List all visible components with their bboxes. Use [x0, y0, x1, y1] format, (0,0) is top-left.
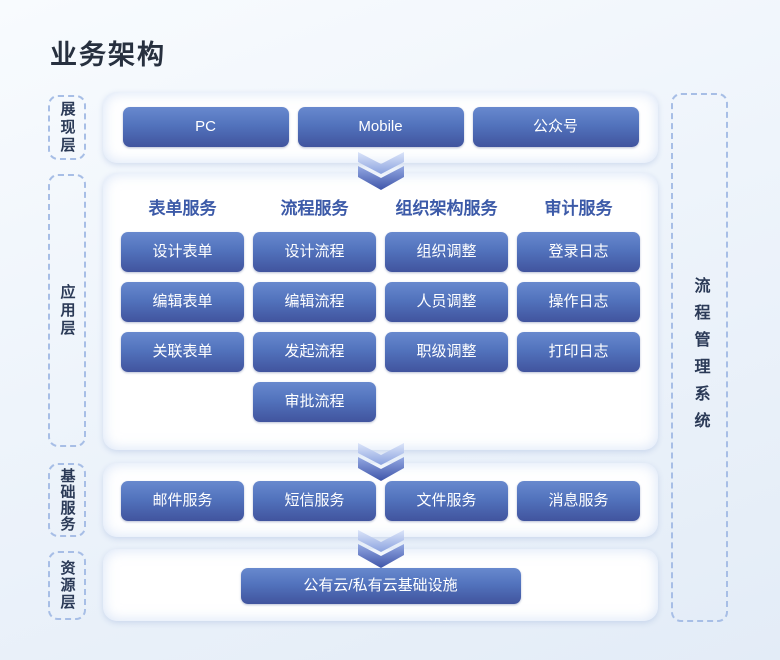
node-pc: PC — [122, 107, 289, 147]
node-mobile: Mobile — [297, 107, 464, 147]
column-title: 流程服务 — [280, 199, 349, 218]
application-columns: 表单服务 设计表单 编辑表单 关联表单 流程服务 设计流程 编辑流程 发起流程 … — [103, 173, 658, 422]
node-personnel-adjust: 人员调整 — [385, 282, 508, 322]
down-arrow-icon — [358, 530, 404, 568]
resource-node-row: 公有云/私有云基础设施 — [103, 549, 658, 604]
node-official-account: 公众号 — [472, 107, 639, 147]
column-title: 组织架构服务 — [395, 199, 498, 218]
process-management-system-label: 流程管理系统 — [671, 93, 728, 622]
column-title: 表单服务 — [148, 199, 217, 218]
column-org-structure-service: 组织架构服务 组织调整 人员调整 职级调整 — [385, 198, 508, 422]
foundation-node-row: 邮件服务 短信服务 文件服务 消息服务 — [103, 463, 658, 521]
layer-label-resource: 资源层 — [48, 551, 86, 620]
node-design-process: 设计流程 — [253, 232, 376, 272]
column-form-service: 表单服务 设计表单 编辑表单 关联表单 — [121, 198, 244, 422]
down-arrow-icon — [358, 443, 404, 481]
presentation-node-row: PC Mobile 公众号 — [103, 92, 658, 147]
node-cloud-infrastructure: 公有云/私有云基础设施 — [240, 568, 521, 604]
application-layer-panel: 表单服务 设计表单 编辑表单 关联表单 流程服务 设计流程 编辑流程 发起流程 … — [103, 173, 658, 450]
down-arrow-icon — [358, 152, 404, 190]
layer-label-resource-text: 资源层 — [58, 560, 76, 611]
node-operation-log: 操作日志 — [517, 282, 640, 322]
layer-label-foundation: 基础服务 — [48, 463, 86, 537]
layer-label-foundation-text: 基础服务 — [58, 468, 76, 532]
node-mail-service: 邮件服务 — [121, 481, 244, 521]
node-org-adjust: 组织调整 — [385, 232, 508, 272]
node-file-service: 文件服务 — [385, 481, 508, 521]
layer-label-application: 应用层 — [48, 174, 86, 447]
presentation-layer-panel: PC Mobile 公众号 — [103, 92, 658, 163]
node-print-log: 打印日志 — [517, 332, 640, 372]
node-start-process: 发起流程 — [253, 332, 376, 372]
node-rank-adjust: 职级调整 — [385, 332, 508, 372]
layer-label-presentation-text: 展现层 — [58, 100, 76, 155]
node-sms-service: 短信服务 — [253, 481, 376, 521]
node-edit-process: 编辑流程 — [253, 282, 376, 322]
column-audit-service: 审计服务 登录日志 操作日志 打印日志 — [517, 198, 640, 422]
node-approve-process: 审批流程 — [253, 382, 376, 422]
node-message-service: 消息服务 — [517, 481, 640, 521]
column-title: 审计服务 — [544, 199, 613, 218]
node-login-log: 登录日志 — [517, 232, 640, 272]
column-process-service: 流程服务 设计流程 编辑流程 发起流程 审批流程 — [253, 198, 376, 422]
node-edit-form: 编辑表单 — [121, 282, 244, 322]
layer-label-application-text: 应用层 — [58, 283, 76, 338]
process-management-system-text: 流程管理系统 — [691, 276, 709, 439]
node-design-form: 设计表单 — [121, 232, 244, 272]
node-link-form: 关联表单 — [121, 332, 244, 372]
layer-label-presentation: 展现层 — [48, 95, 86, 160]
page-title: 业务架构 — [50, 40, 166, 70]
